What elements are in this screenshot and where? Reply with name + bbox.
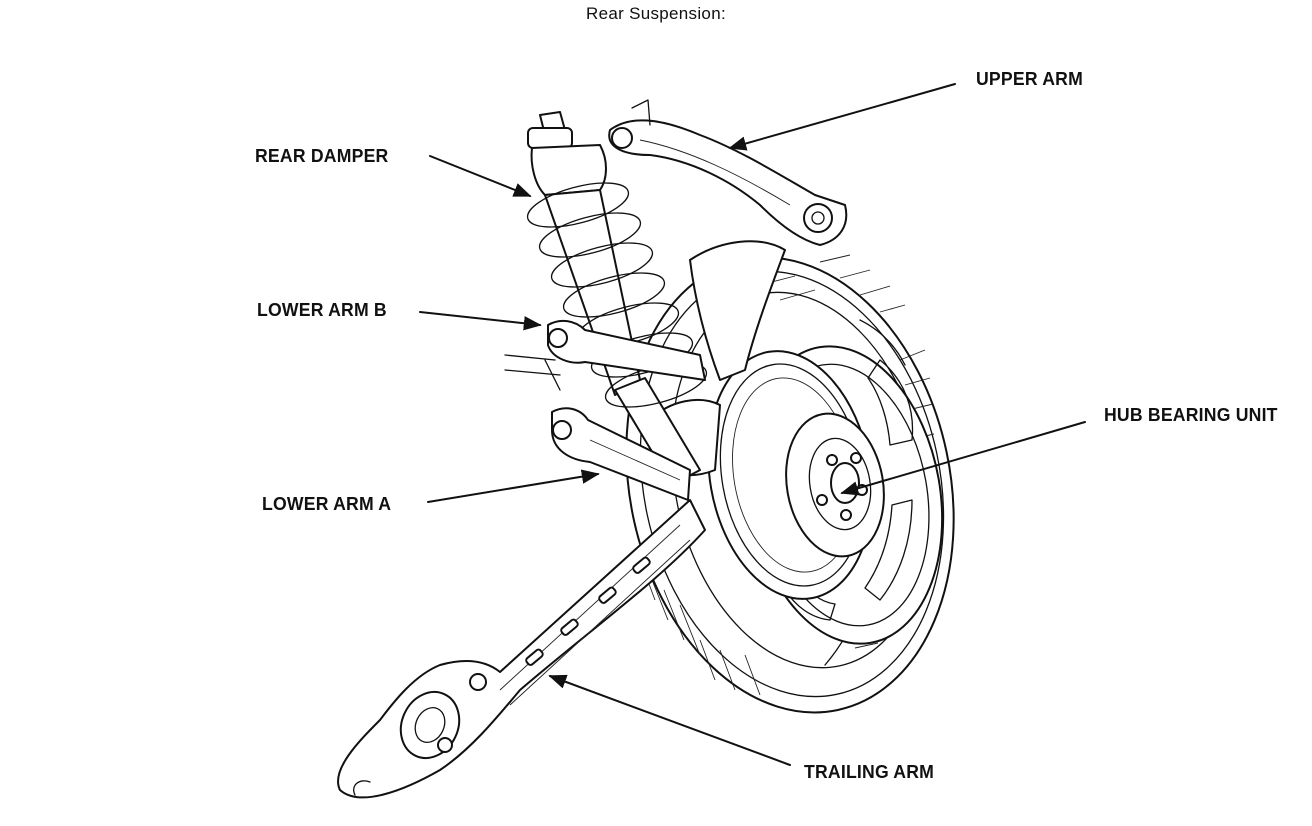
label-upper-arm: UPPER ARM [976, 69, 1083, 89]
label-lower-arm-b: LOWER ARM B [257, 300, 387, 320]
label-trailing-arm: TRAILING ARM [804, 762, 935, 782]
lower-arm-b [504, 319, 706, 391]
arrow-trailing-arm [548, 674, 791, 766]
coil-spring [526, 182, 708, 408]
trailing-arm [337, 499, 706, 799]
arrow-lower-arm-a [427, 469, 600, 503]
label-hub-bearing-unit: HUB BEARING UNIT [1104, 405, 1278, 425]
upper-arm [608, 99, 848, 246]
arrow-rear-damper [429, 155, 532, 197]
arrow-upper-arm [728, 83, 956, 151]
lower-arm-a [551, 407, 691, 501]
leader-arrows [419, 83, 1086, 766]
arrow-hub-bearing-unit [840, 421, 1086, 496]
diagram-title: Rear Suspension: [586, 4, 726, 23]
arrow-lower-arm-b [419, 311, 542, 331]
label-rear-damper: REAR DAMPER [255, 146, 389, 166]
label-lower-arm-a: LOWER ARM A [262, 494, 392, 514]
